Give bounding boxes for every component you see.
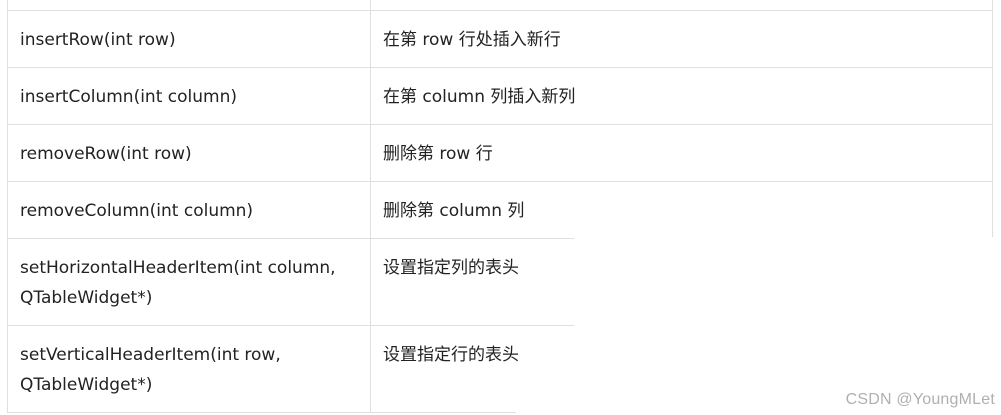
method-cell: setHorizontalHeaderItem(int column, QTab… — [7, 238, 371, 326]
description-cell: 删除第 column 列 — [370, 181, 993, 239]
cropped-area-bottom — [516, 412, 576, 415]
api-method-table: insertRow(int row) 在第 row 行处插入新行 insertC… — [7, 10, 993, 413]
method-cell: insertRow(int row) — [7, 10, 371, 68]
method-cell: removeColumn(int column) — [7, 181, 371, 239]
table-top-stub — [7, 0, 993, 10]
method-cell: setVerticalHeaderItem(int row, QTableWid… — [7, 325, 371, 413]
watermark: CSDN @YoungMLet — [845, 391, 995, 408]
method-cell: insertColumn(int column) — [7, 67, 371, 125]
table-row: insertRow(int row) 在第 row 行处插入新行 — [7, 10, 993, 68]
description-cell: 在第 row 行处插入新行 — [370, 10, 993, 68]
description-cell: 在第 column 列插入新列 — [370, 67, 993, 125]
table-row: removeColumn(int column) 删除第 column 列 — [7, 181, 993, 239]
table-row: insertColumn(int column) 在第 column 列插入新列 — [7, 67, 993, 125]
cropped-area — [574, 237, 994, 415]
method-cell: removeRow(int row) — [7, 124, 371, 182]
description-cell: 删除第 row 行 — [370, 124, 993, 182]
table-row: removeRow(int row) 删除第 row 行 — [7, 124, 993, 182]
